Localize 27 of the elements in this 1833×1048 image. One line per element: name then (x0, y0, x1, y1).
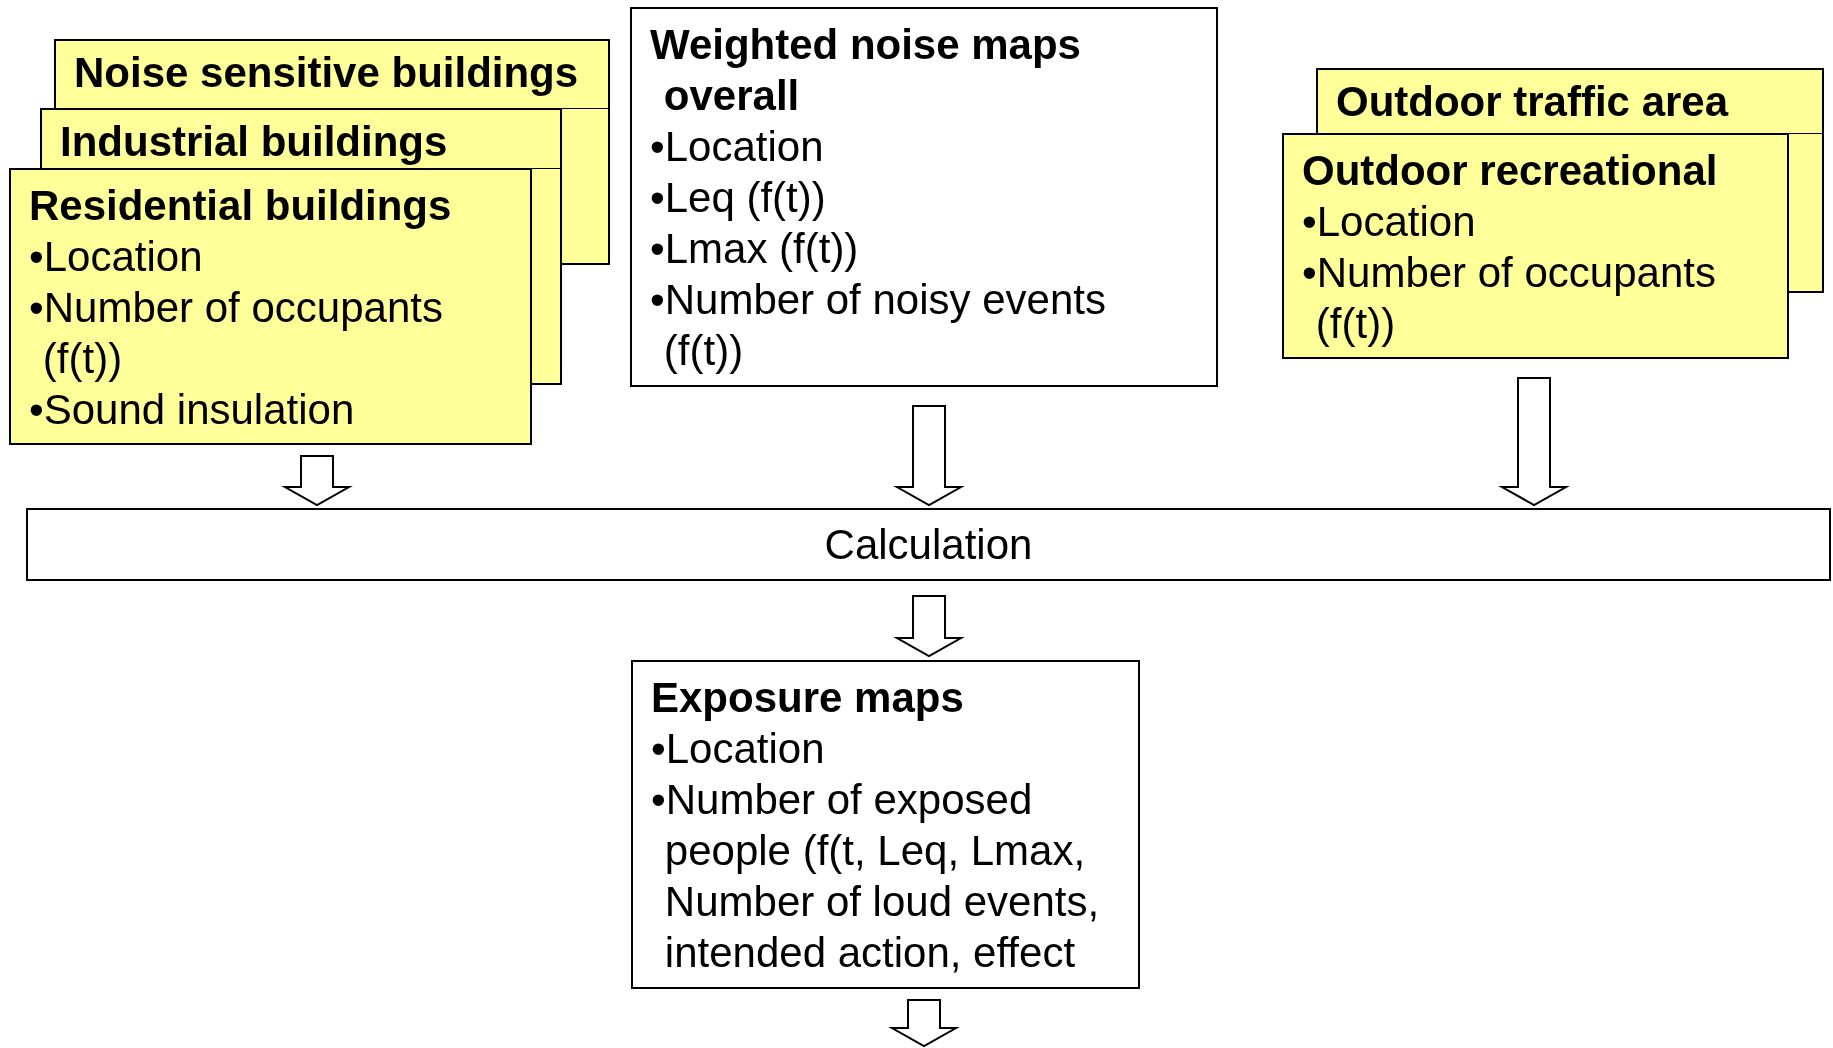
bullet-item: •Number of exposed people (f(t, Leq, Lmax, Number of loud events, intended action, effect (651, 775, 1101, 978)
bullet-item: •Leq (f(t)) (650, 173, 827, 223)
process-box (26, 508, 1831, 581)
bullet-item: •Number of occupants (f(t)) (29, 283, 444, 384)
bullet-item: •Location (651, 724, 826, 774)
heading: Calculation (824, 520, 1033, 570)
bullet-item: •Lmax (f(t)) (650, 224, 860, 274)
heading: Industrial buildings (60, 117, 449, 167)
heading: Noise sensitive buildings (74, 48, 580, 98)
block-arrow (888, 999, 960, 1048)
heading: Outdoor recreational (1302, 146, 1719, 196)
heading: Weighted noise maps overall (650, 20, 1082, 121)
block-arrow (1498, 377, 1570, 507)
bullet-item: •Number of occupants (f(t)) (1302, 248, 1717, 349)
bullet-item: •Sound insulation (29, 385, 356, 435)
heading: Outdoor traffic area (1336, 77, 1730, 127)
bullet-item: •Location (1302, 197, 1477, 247)
heading: Exposure maps (651, 673, 965, 723)
heading: Residential buildings (29, 181, 453, 231)
bullet-item: •Number of noisy events (f(t)) (650, 275, 1107, 376)
input-box (630, 7, 1218, 387)
bullet-item: •Location (650, 122, 825, 172)
bullet-item: •Location (29, 232, 204, 282)
block-arrow (281, 455, 353, 507)
output-box (631, 660, 1140, 989)
block-arrow (893, 405, 965, 507)
block-arrow (893, 595, 965, 658)
